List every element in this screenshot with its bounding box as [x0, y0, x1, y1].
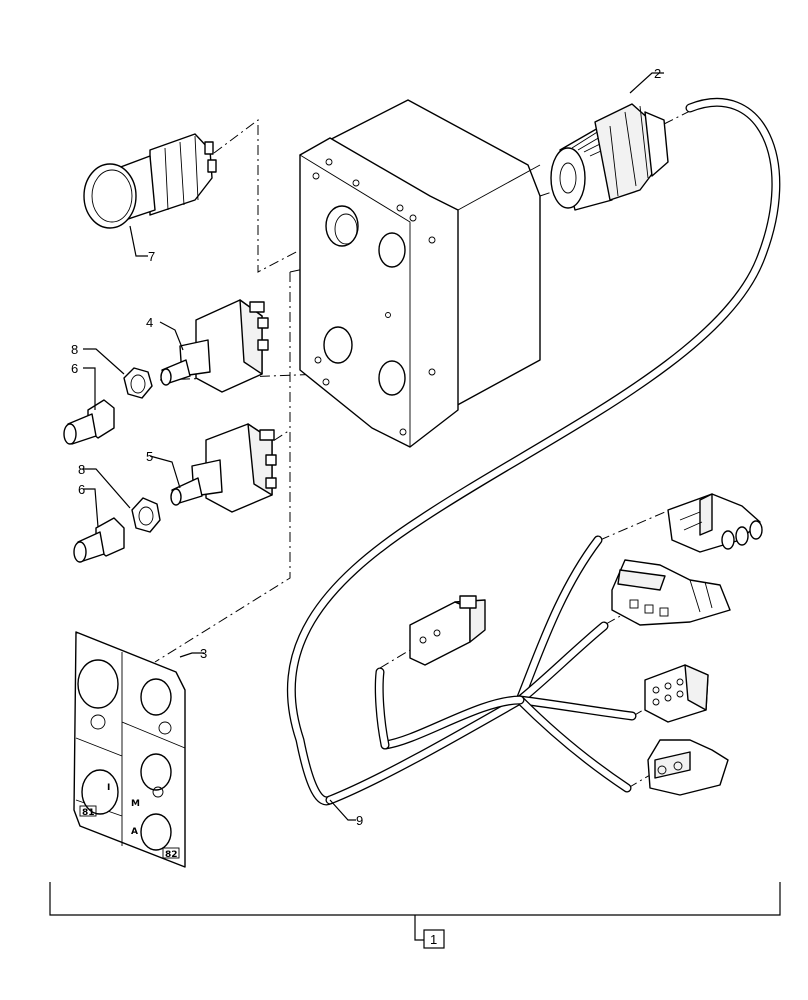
callout-9: 9 — [356, 813, 363, 828]
callout-2: 2 — [654, 66, 661, 81]
callout-1: 1 — [430, 932, 437, 947]
toggle-boot-upper — [63, 399, 115, 445]
decal-panel: I M A 81 82 — [73, 631, 186, 868]
toggle-switch-lower — [170, 423, 277, 513]
callout-6-lower: 6 — [78, 482, 85, 497]
cable-gland — [550, 103, 669, 211]
wire-harness — [287, 97, 781, 806]
hex-nut-lower — [131, 497, 161, 533]
control-box-enclosure — [299, 99, 541, 448]
hex-nut-upper — [123, 367, 153, 399]
connector-4pin-large — [611, 559, 731, 626]
panel-mark-i: I — [107, 783, 110, 793]
callout-8-upper: 8 — [71, 342, 78, 357]
callout-8-lower: 8 — [78, 462, 85, 477]
push-button — [83, 133, 217, 229]
connector-2pin-latched — [647, 739, 729, 796]
connector-6pin — [644, 664, 709, 723]
connector-2pin — [409, 595, 486, 666]
callout-3: 3 — [200, 646, 207, 661]
callout-6-upper: 6 — [71, 361, 78, 376]
panel-badge-left: 81 — [82, 808, 95, 818]
callout-5: 5 — [146, 449, 153, 464]
toggle-boot-lower — [73, 517, 125, 563]
panel-mark-m: M — [131, 799, 140, 809]
callout-7: 7 — [148, 249, 155, 264]
toggle-switch-upper — [160, 299, 269, 393]
callout-4: 4 — [146, 315, 153, 330]
panel-badge-right: 82 — [165, 850, 178, 860]
connector-3pin — [667, 493, 763, 553]
assembly-bracket — [49, 882, 781, 949]
panel-mark-a: A — [131, 827, 138, 837]
leader-lines — [83, 72, 664, 821]
